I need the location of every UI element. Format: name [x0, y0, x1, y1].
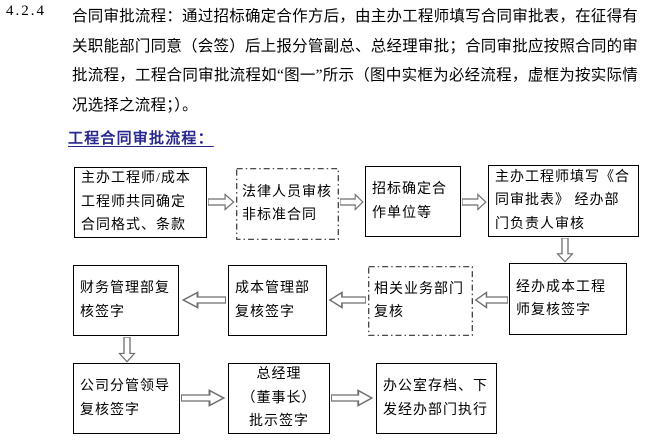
arrow-right-icon: [331, 389, 374, 407]
flow-box-company-leader-review: 公司分管领导复核签字: [73, 363, 180, 434]
arrow-down-icon: [118, 337, 136, 363]
arrow-left-icon: [474, 291, 508, 309]
flow-box-legal-review: 法律人员审核非标准合同: [236, 168, 339, 240]
flow-box-label: 主办工程师/成本工程师共同确定合同格式、条款: [81, 171, 191, 234]
flow-box-finance-dept-review: 财务管理部复核签字: [73, 265, 179, 336]
arrow-right-icon: [340, 193, 364, 211]
flow-box-define-format: 主办工程师/成本工程师共同确定合同格式、条款: [74, 167, 207, 238]
flow-box-fill-approval-form: 主办工程师填写《合同审批表》 经办部门负责人审核: [488, 165, 639, 237]
flow-box-label: 主办工程师填写《合同审批表》 经办部门负责人审核: [495, 169, 630, 232]
flow-box-label: 总经理 （董事长） 批示签字: [241, 367, 317, 430]
flow-box-office-archive: 办公室存档、下发经办部门执行: [376, 363, 497, 434]
arrow-right-icon: [181, 389, 226, 407]
flow-box-label: 财务管理部复核签字: [80, 281, 170, 320]
dashed-border-icon: [368, 266, 473, 336]
flow-box-label: 相关业务部门复核: [374, 281, 464, 321]
arrow-left-icon: [328, 291, 366, 309]
arrow-left-icon: [181, 291, 226, 309]
arrow-right-icon: [462, 193, 487, 211]
clause-number: 4.2.4: [6, 3, 46, 19]
flow-box-cost-dept-review: 成本管理部复核签字: [228, 265, 327, 336]
flow-box-label: 经办成本工程师复核签字: [516, 279, 606, 319]
clause-text: 合同审批流程：通过招标确定合作方后，由主办工程师填写合同审批表，在征得有关职能部…: [72, 8, 638, 114]
flow-box-label: 招标确定合作单位等: [372, 182, 447, 221]
dashed-border-icon: [236, 168, 339, 240]
flow-box-label: 办公室存档、下发经办部门执行: [383, 379, 488, 418]
flow-box-label: 公司分管领导复核签字: [80, 379, 170, 418]
flow-box-business-dept-review: 相关业务部门复核: [368, 266, 473, 336]
arrow-down-icon: [556, 238, 574, 263]
arrow-right-icon: [208, 193, 235, 211]
flow-box-label: 法律人员审核非标准合同: [242, 184, 332, 224]
flow-box-cost-engineer-review: 经办成本工程师复核签字: [509, 263, 627, 335]
flow-box-general-manager-sign: 总经理 （董事长） 批示签字: [228, 363, 330, 434]
flowchart-title: 工程合同审批流程：: [68, 131, 214, 147]
flow-box-bidding: 招标确定合作单位等: [365, 166, 461, 237]
flow-box-label: 成本管理部复核签字: [235, 281, 310, 320]
